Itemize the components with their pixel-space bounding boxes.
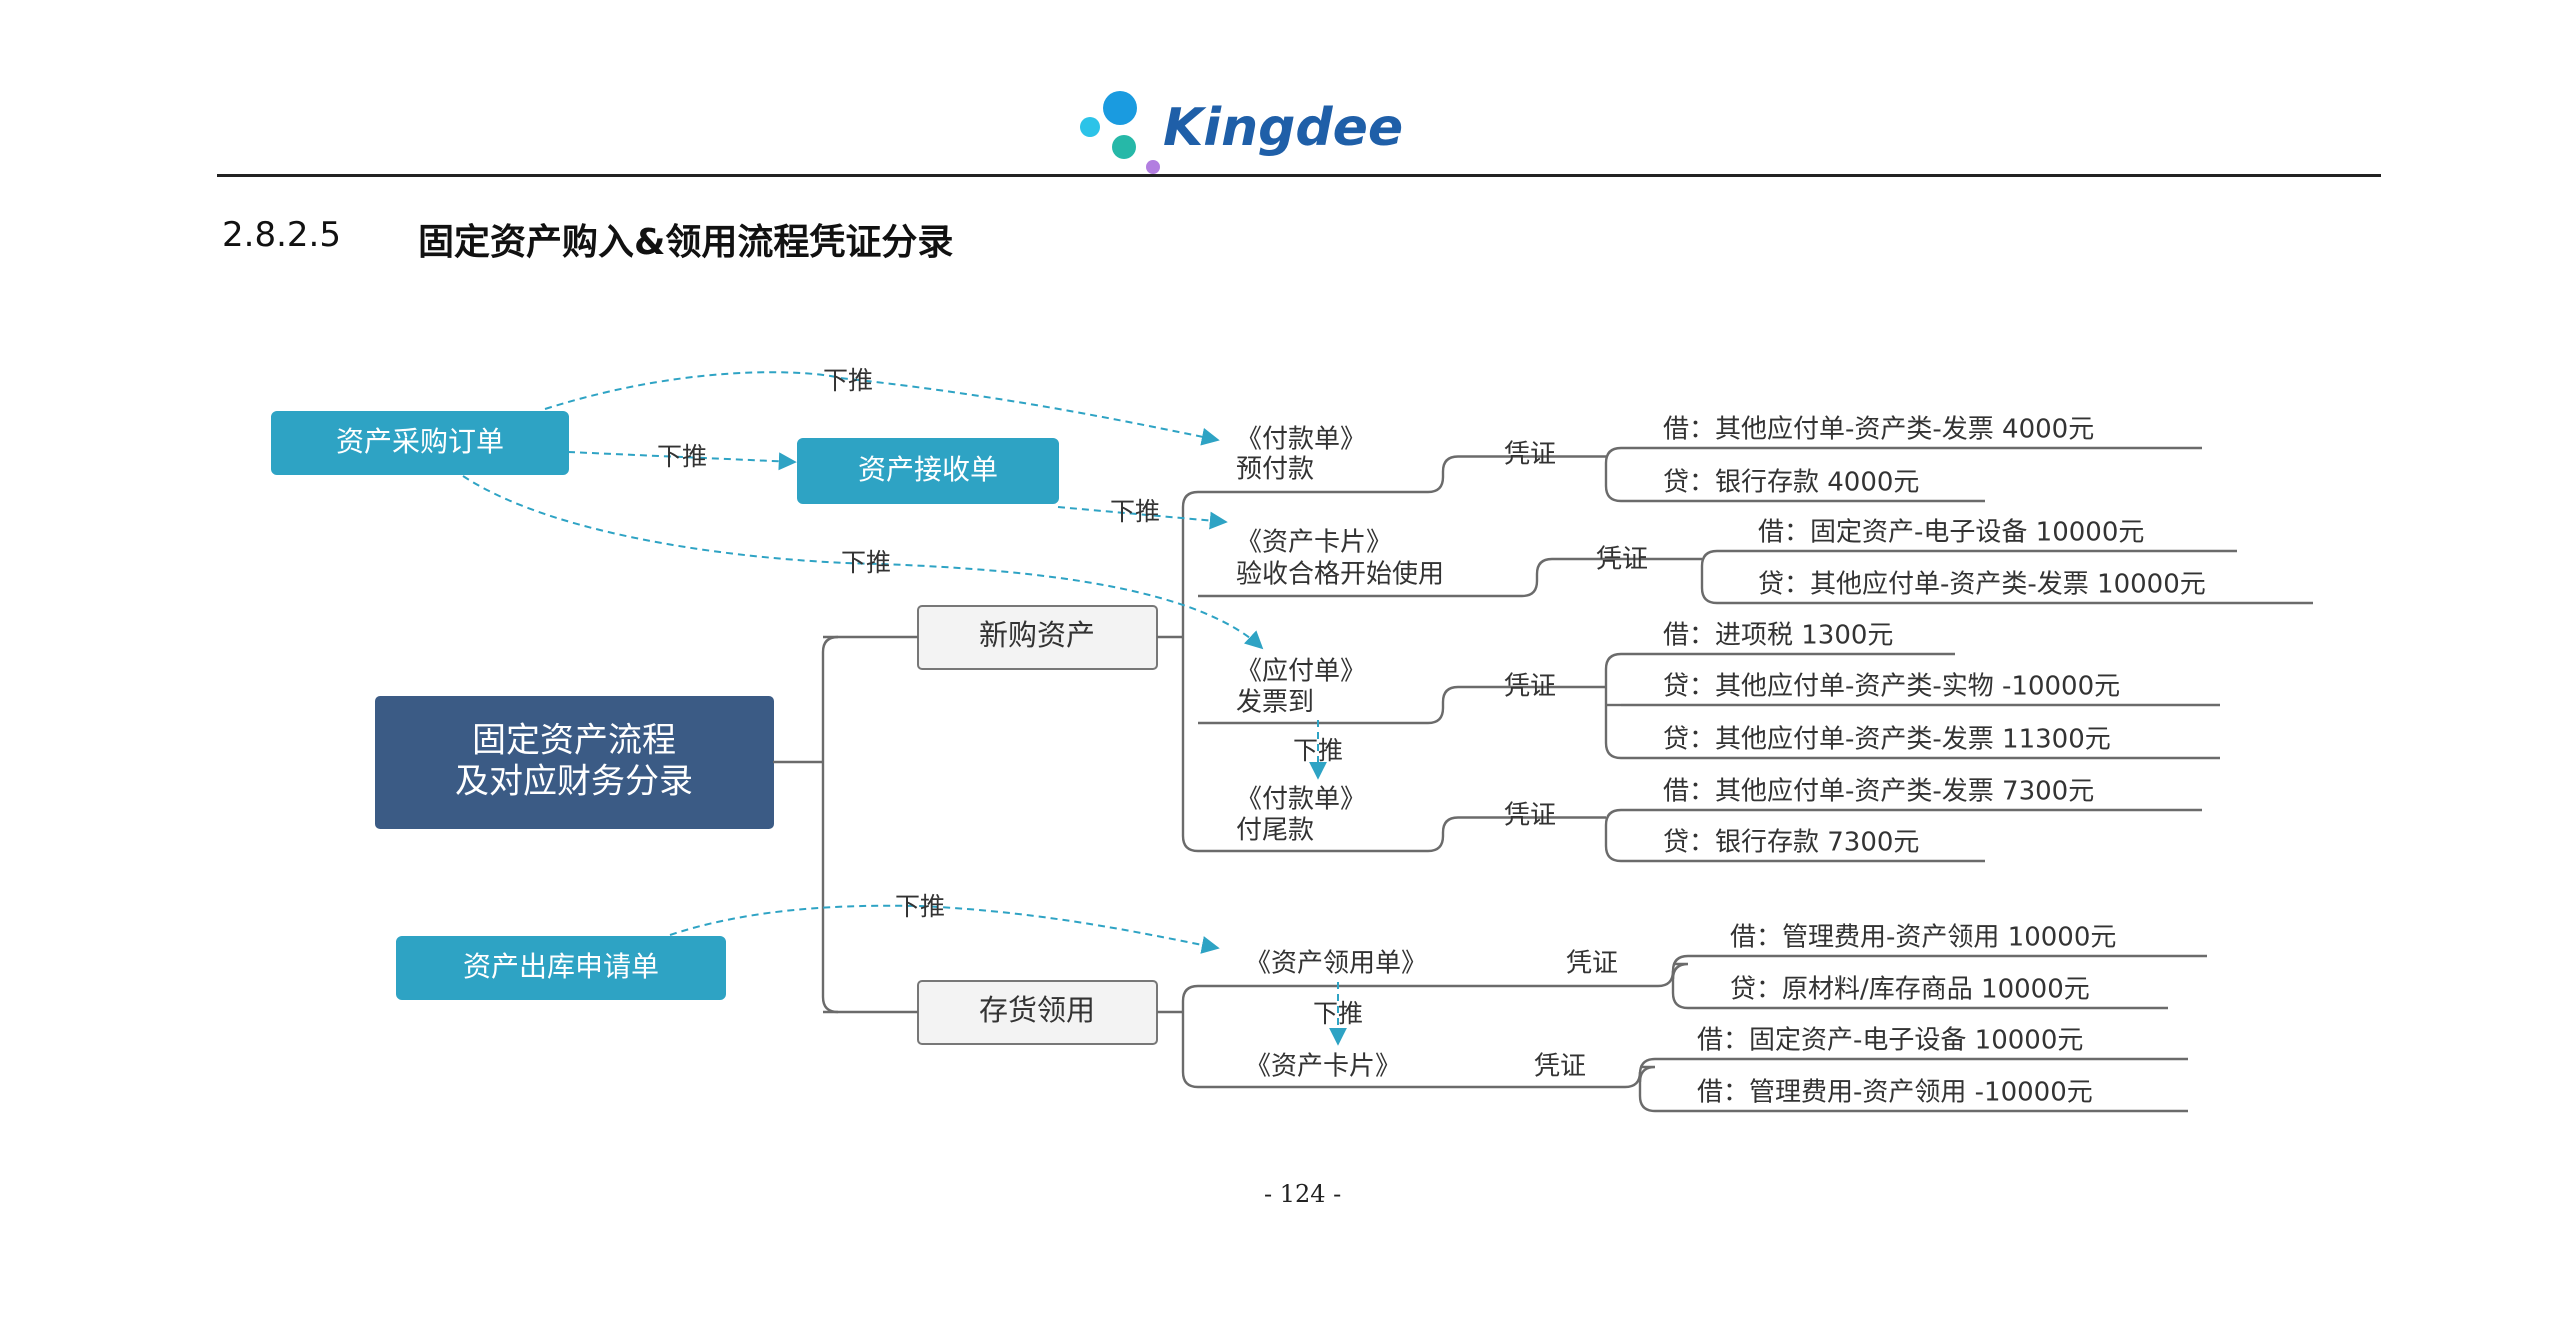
push-po-to-payment xyxy=(544,371,1220,446)
voucher-link-payment_final xyxy=(1198,816,1606,853)
doc-payment_advance-title: 《付款单》 xyxy=(1236,425,1366,455)
voucher-label-asset_card_use: 凭证 xyxy=(1534,1052,1586,1082)
voucher-label-payable_invoice: 凭证 xyxy=(1504,672,1556,702)
doc-asset_requisition-title: 《资产领用单》 xyxy=(1245,949,1427,979)
root-node-line-2: 及对应财务分录 xyxy=(455,762,693,802)
voucher-link-payable_invoice xyxy=(1198,685,1606,725)
entries-bracket-payment_final xyxy=(1604,808,1622,863)
entry-payment_final-0: 借：其他应付单-资产类-发票 7300元 xyxy=(1663,777,2094,807)
push-label-payable-final: 下推 xyxy=(1293,736,1343,765)
logo-dot-teal xyxy=(1112,135,1136,159)
entry-payable_invoice-2: 贷：其他应付单-资产类-发票 11300元 xyxy=(1663,725,2111,755)
push-label-po-receipt: 下推 xyxy=(657,442,707,471)
logo-dot-purple xyxy=(1146,160,1160,174)
logo-dot-cyan xyxy=(1080,117,1100,137)
push-label-receipt-card: 下推 xyxy=(1110,497,1160,526)
new-asset-label: 新购资产 xyxy=(979,618,1095,652)
entry-payment_advance-1: 贷：银行存款 4000元 xyxy=(1663,468,1919,498)
voucher-link-asset_card_accept xyxy=(1198,557,1702,598)
purchase-order-label: 资产采购订单 xyxy=(336,425,504,458)
page-number: - 124 - xyxy=(1264,1180,1342,1208)
push-request-to-requisition xyxy=(669,904,1220,954)
voucher-label-asset_card_accept: 凭证 xyxy=(1596,545,1648,575)
logo-dot-blue xyxy=(1103,91,1137,125)
push-label-po-payable: 下推 xyxy=(841,548,891,577)
push-label-request-requisition: 下推 xyxy=(895,892,945,921)
push-label-requisition-card: 下推 xyxy=(1313,999,1363,1028)
section-title: 固定资产购入&领用流程凭证分录 xyxy=(418,222,954,263)
push-po-to-receipt xyxy=(567,451,797,471)
inventory-use-label: 存货领用 xyxy=(979,993,1095,1027)
entries-bracket-asset_card_accept xyxy=(1700,549,1718,605)
doc-payment_advance-desc: 预付款 xyxy=(1236,455,1314,485)
root-node-line-1: 固定资产流程 xyxy=(472,721,676,761)
header-rule xyxy=(217,174,2381,177)
doc-payment_final-desc: 付尾款 xyxy=(1236,816,1314,846)
receipt-label: 资产接收单 xyxy=(858,453,998,486)
entry-payable_invoice-0: 借：进项税 1300元 xyxy=(1663,621,1893,651)
section-number: 2.8.2.5 xyxy=(222,215,341,255)
entry-asset_card_accept-1: 贷：其他应付单-资产类-发票 10000元 xyxy=(1758,570,2206,600)
brand-name: Kingdee xyxy=(1163,98,1404,158)
root-bracket xyxy=(821,635,839,1014)
outbound-request-label: 资产出库申请单 xyxy=(463,950,659,983)
receipt-node xyxy=(797,438,1059,504)
doc-payable_invoice-desc: 发票到 xyxy=(1236,688,1314,718)
entry-asset_card_use-0: 借：固定资产-电子设备 10000元 xyxy=(1697,1026,2083,1056)
entries-bracket-payment_advance xyxy=(1604,446,1622,503)
push-po-to-payable xyxy=(462,475,1264,650)
voucher-link-payment_advance xyxy=(1198,455,1606,494)
doc-asset_card_use-title: 《资产卡片》 xyxy=(1245,1052,1401,1082)
entry-asset_card_accept-0: 借：固定资产-电子设备 10000元 xyxy=(1758,518,2144,548)
entry-asset_card_use-1: 借：管理费用-资产领用 -10000元 xyxy=(1697,1078,2093,1108)
push-label-po-payment: 下推 xyxy=(823,366,873,395)
doc-payable_invoice-title: 《应付单》 xyxy=(1236,657,1366,687)
entry-payment_final-1: 贷：银行存款 7300元 xyxy=(1663,828,1919,858)
voucher-label-payment_advance: 凭证 xyxy=(1504,440,1556,470)
doc-asset_card_accept-desc: 验收合格开始使用 xyxy=(1236,560,1444,590)
voucher-label-payment_final: 凭证 xyxy=(1504,801,1556,831)
kingdee-logo-mark xyxy=(1080,91,1160,174)
doc-payment_final-title: 《付款单》 xyxy=(1236,785,1366,815)
entry-asset_requisition-1: 贷：原材料/库存商品 10000元 xyxy=(1730,975,2090,1005)
doc-asset_card_accept-title: 《资产卡片》 xyxy=(1236,528,1392,558)
push-receipt-to-card xyxy=(1057,506,1228,530)
voucher-label-asset_requisition: 凭证 xyxy=(1566,949,1618,979)
entry-asset_requisition-0: 借：管理费用-资产领用 10000元 xyxy=(1730,923,2116,953)
entry-payable_invoice-1: 贷：其他应付单-资产类-实物 -10000元 xyxy=(1663,672,2120,702)
entry-payment_advance-0: 借：其他应付单-资产类-发票 4000元 xyxy=(1663,415,2094,445)
outbound-request-node xyxy=(396,936,726,1000)
purchase-order-node xyxy=(271,411,569,475)
entries-bracket-asset_requisition xyxy=(1671,954,1689,1010)
new-asset-bracket xyxy=(1181,490,1199,853)
inventory-bracket xyxy=(1181,984,1199,1089)
entries-bracket-asset_card_use xyxy=(1638,1057,1656,1113)
